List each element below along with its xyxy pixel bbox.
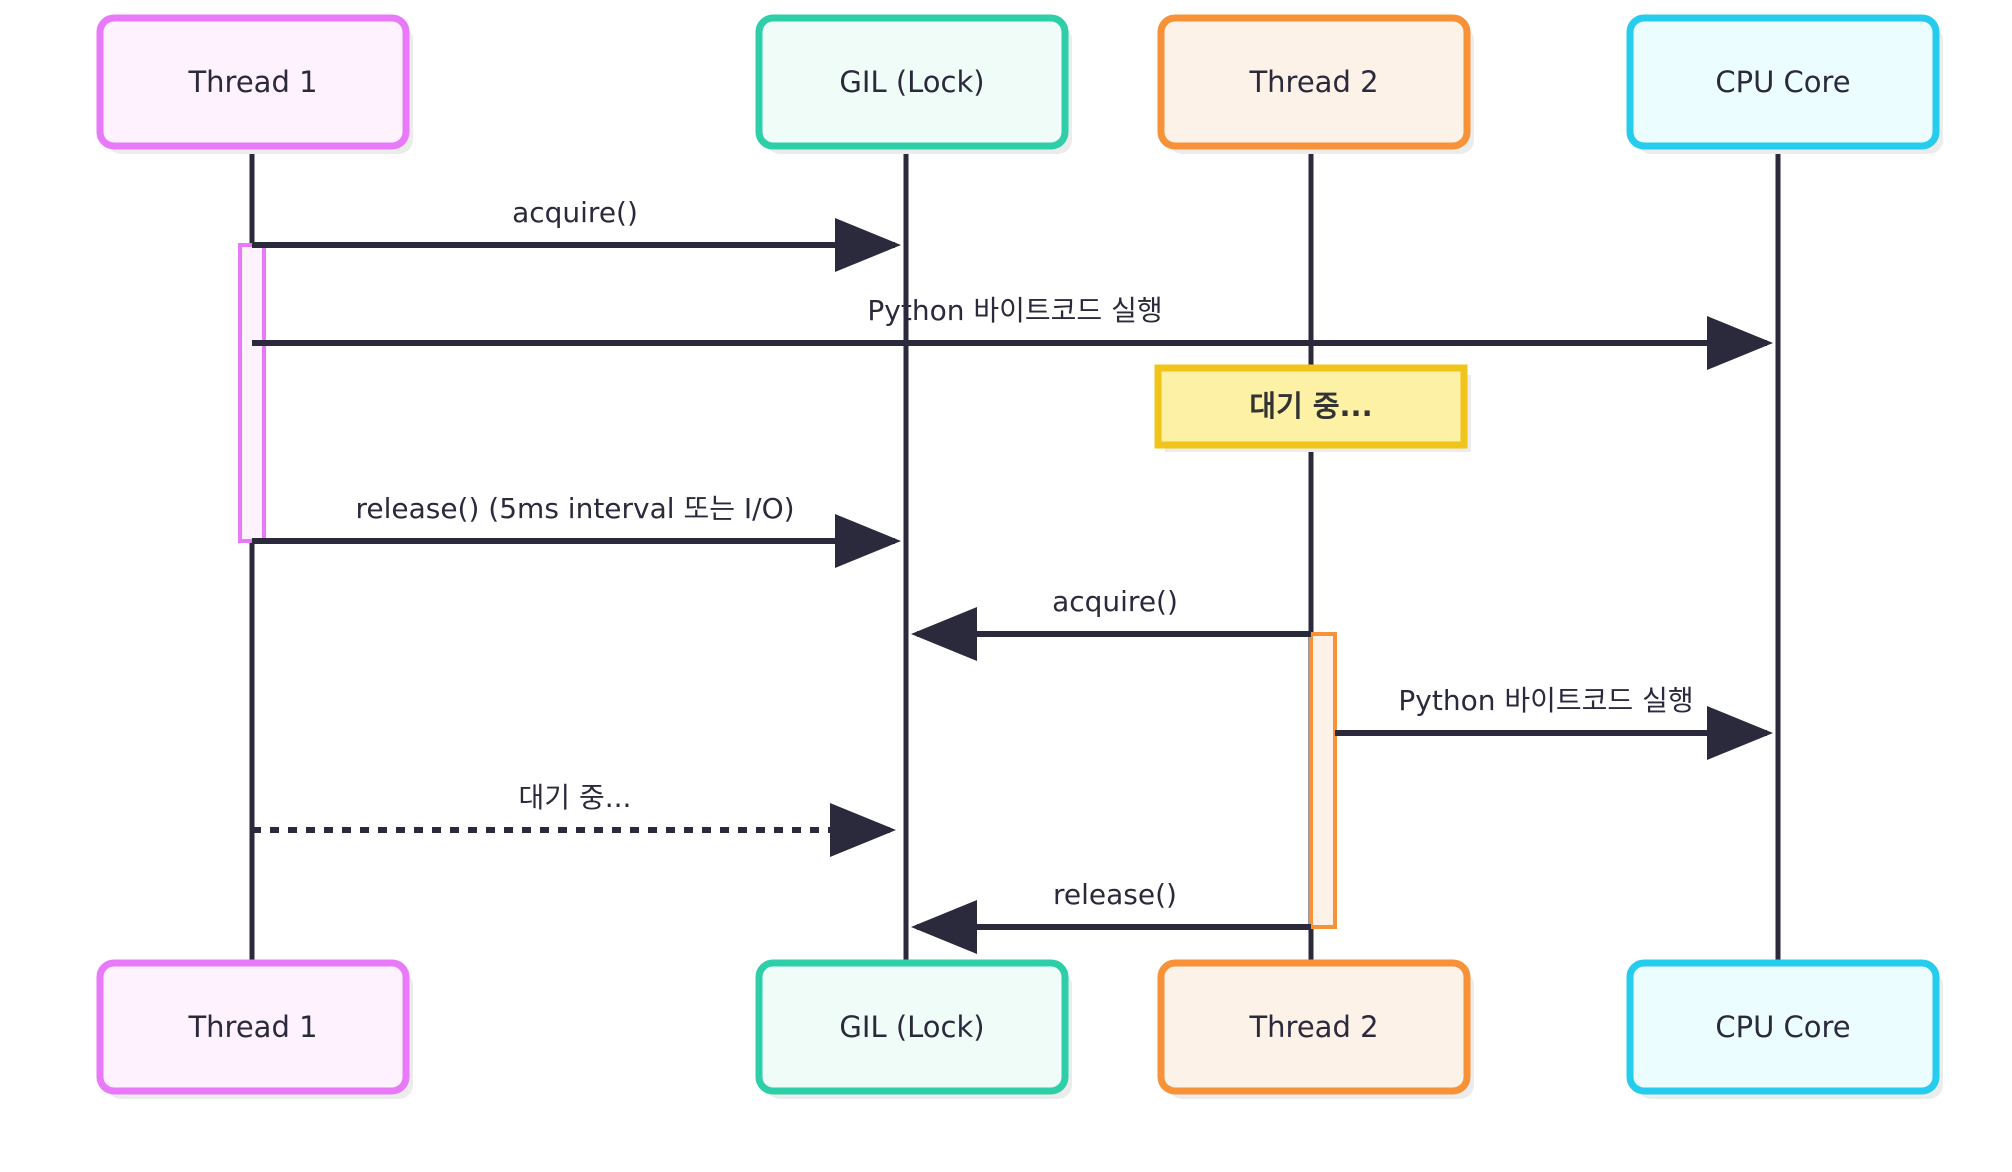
participant-thread1-top[interactable]: Thread 1: [96, 14, 413, 154]
message-2-bytecode-exec: Python 바이트코드 실행: [252, 294, 1773, 370]
participant-thread1-bottom[interactable]: Thread 1: [96, 959, 413, 1099]
participant-label-thread1-top: Thread 1: [187, 65, 317, 99]
activation-bars-group: [238, 243, 1337, 929]
activation-bar-thread2: [1309, 632, 1337, 929]
participant-thread2-bottom[interactable]: Thread 2: [1157, 959, 1474, 1099]
message-label-2: Python 바이트코드 실행: [867, 294, 1162, 327]
participant-thread2-top[interactable]: Thread 2: [1157, 14, 1474, 154]
message-4-acquire: acquire(): [911, 585, 1311, 661]
activation-bar-thread1: [238, 243, 266, 543]
note-waiting-thread2: 대기 중...: [1154, 364, 1471, 452]
message-label-1: acquire(): [512, 196, 638, 229]
message-label-6: 대기 중...: [519, 781, 632, 814]
participant-label-cpucore-top: CPU Core: [1715, 65, 1850, 99]
note-box-waiting: [1154, 364, 1468, 449]
message-6-waiting-dotted: 대기 중...: [252, 781, 896, 857]
message-5-bytecode-exec: Python 바이트코드 실행: [1335, 684, 1773, 760]
message-label-4: acquire(): [1052, 585, 1178, 618]
participant-cpucore-bottom[interactable]: CPU Core: [1626, 959, 1943, 1099]
participant-label-gil-top: GIL (Lock): [839, 65, 984, 99]
message-label-7: release(): [1053, 878, 1177, 911]
message-3-release-interval: release() (5ms interval 또는 I/O): [252, 492, 901, 568]
participant-gil-top[interactable]: GIL (Lock): [755, 14, 1072, 154]
message-1-acquire: acquire(): [252, 196, 901, 272]
lifelines-group: [249, 152, 1781, 963]
participant-label-thread1-bottom: Thread 1: [187, 1010, 317, 1044]
note-label-waiting: 대기 중...: [1249, 389, 1372, 423]
participant-boxes-bottom: Thread 1 GIL (Lock) Thread 2 CPU Core: [96, 959, 1943, 1099]
participant-label-thread2-bottom: Thread 2: [1248, 1010, 1378, 1044]
message-label-3: release() (5ms interval 또는 I/O): [355, 492, 794, 525]
participant-label-cpucore-bottom: CPU Core: [1715, 1010, 1850, 1044]
message-7-release: release(): [911, 878, 1311, 954]
participant-gil-bottom[interactable]: GIL (Lock): [755, 959, 1072, 1099]
participant-label-thread2-top: Thread 2: [1248, 65, 1378, 99]
participant-cpucore-top[interactable]: CPU Core: [1626, 14, 1943, 154]
participant-boxes-top: Thread 1 GIL (Lock) Thread 2 CPU Core: [96, 14, 1943, 154]
message-label-5: Python 바이트코드 실행: [1398, 684, 1693, 717]
participant-label-gil-bottom: GIL (Lock): [839, 1010, 984, 1044]
